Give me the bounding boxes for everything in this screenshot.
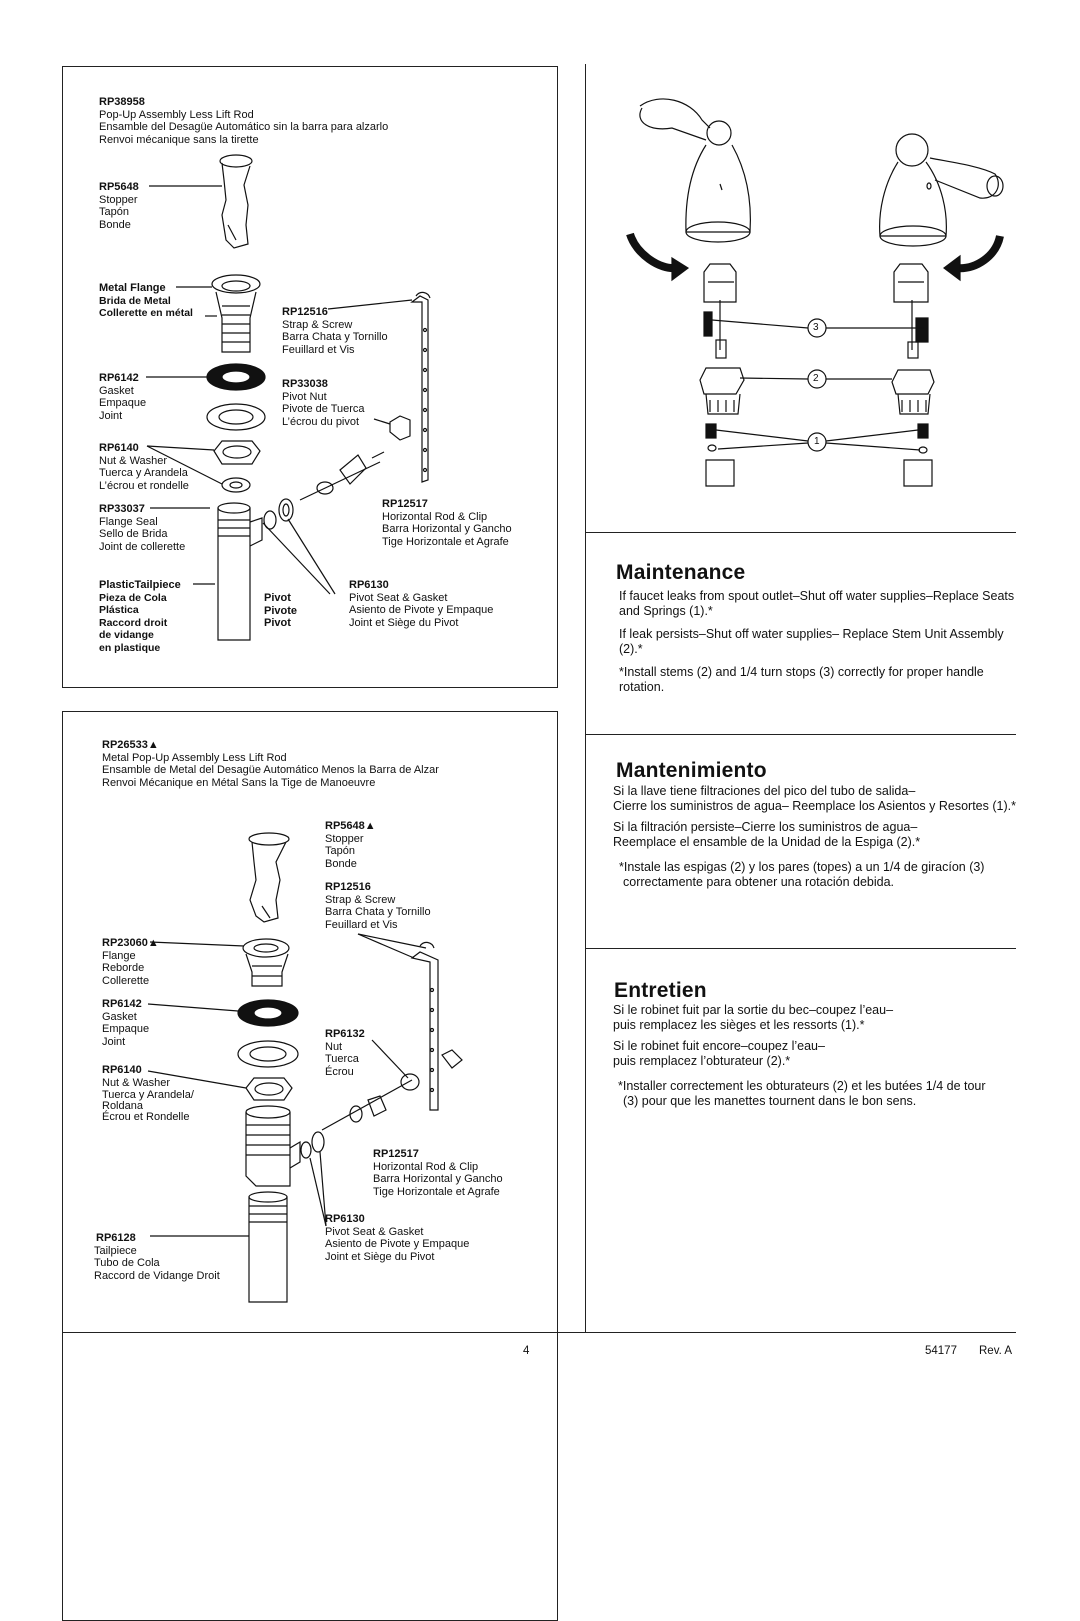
part-rp6142-b: RP6142 Gasket Empaque Joint (102, 998, 150, 1048)
maintenance-text: If faucet leaks from spout outlet–Shut o… (619, 589, 1015, 703)
metal-flange-drawing (211, 274, 261, 353)
doc-number: 54177 (925, 1345, 957, 1357)
faucet-handle-left (639, 98, 751, 243)
part-rp26533: RP26533▲ Metal Pop-Up Assembly Less Lift… (102, 739, 439, 789)
pivot-words: Pivot Pivote Pivot (264, 592, 298, 629)
part-rp6130: RP6130 Pivot Seat & Gasket Asiento de Pi… (349, 579, 494, 629)
part-rp23060: RP23060▲ Flange Reborde Collerette (102, 937, 159, 987)
part-rp12517: RP12517 Horizontal Rod & Clip Barra Hori… (382, 498, 512, 548)
entretien-title: Entretien (614, 979, 707, 1002)
exploded-parts-drawing (146, 98, 1004, 1303)
part-rp6132: RP6132 Nut Tuerca Écrou (325, 1028, 365, 1078)
part-rp5648: RP5648 Stopper Tapón Bonde (99, 181, 139, 231)
part-rp6140: RP6140 Nut & Washer Tuerca y Arandela L’… (99, 442, 189, 492)
callout-3: 3 (813, 322, 819, 333)
part-metal-flange: Metal Flange Brida de Metal Collerette e… (99, 282, 193, 319)
divider-maintenance (586, 532, 1016, 533)
page-number: 4 (523, 1345, 530, 1357)
revision: Rev. A (979, 1345, 1013, 1357)
maintenance-title: Maintenance (616, 561, 746, 584)
part-rp38958: RP38958 Pop-Up Assembly Less Lift Rod En… (99, 96, 389, 146)
column-divider (585, 64, 586, 1332)
divider-mantenimiento (586, 734, 1016, 735)
part-rp33038: RP33038 Pivot Nut Pivote de Tuerca L’écr… (282, 378, 365, 428)
part-plastic-tailpiece: PlasticTailpiece Pieza de Cola Plástica … (99, 579, 181, 654)
mantenimiento-title: Mantenimiento (616, 759, 767, 782)
part-rp6142: RP6142 Gasket Empaque Joint (99, 372, 147, 422)
part-rp12516-b: RP12516 Strap & Screw Barra Chata y Torn… (325, 881, 431, 931)
entretien-text: Si le robinet fuit par la sortie du bec–… (613, 1003, 986, 1108)
divider-entretien (586, 948, 1016, 949)
callout-1: 1 (814, 436, 820, 447)
maintenance-p3: *Install stems (2) and 1/4 turn stops (3… (619, 665, 984, 694)
part-rp12517-b: RP12517 Horizontal Rod & Clip Barra Hori… (373, 1148, 503, 1198)
footer-rule (62, 1332, 1016, 1333)
part-rp6140-b: RP6140 Nut & Washer Tuerca y Arandela/ R… (102, 1064, 194, 1123)
faucet-handle-right (879, 133, 1004, 247)
part-rp5648-b: RP5648▲ Stopper Tapón Bonde (325, 820, 376, 870)
mantenimiento-text: Si la llave tiene filtraciones del pico … (613, 784, 1016, 889)
maintenance-p2: If leak persists–Shut off water supplies… (619, 627, 1004, 656)
callout-2: 2 (813, 373, 819, 384)
part-rp6128: RP6128 Tailpiece Tubo de Cola Raccord de… (94, 1232, 220, 1282)
stopper-drawing (219, 154, 253, 249)
top-parts-box (62, 66, 558, 688)
part-rp33037: RP33037 Flange Seal Sello de Brida Joint… (99, 503, 186, 553)
part-rp12516: RP12516 Strap & Screw Barra Chata y Torn… (282, 306, 388, 356)
maintenance-p1: If faucet leaks from spout outlet–Shut o… (619, 589, 1015, 618)
part-rp6130-b: RP6130 Pivot Seat & Gasket Asiento de Pi… (325, 1213, 470, 1263)
